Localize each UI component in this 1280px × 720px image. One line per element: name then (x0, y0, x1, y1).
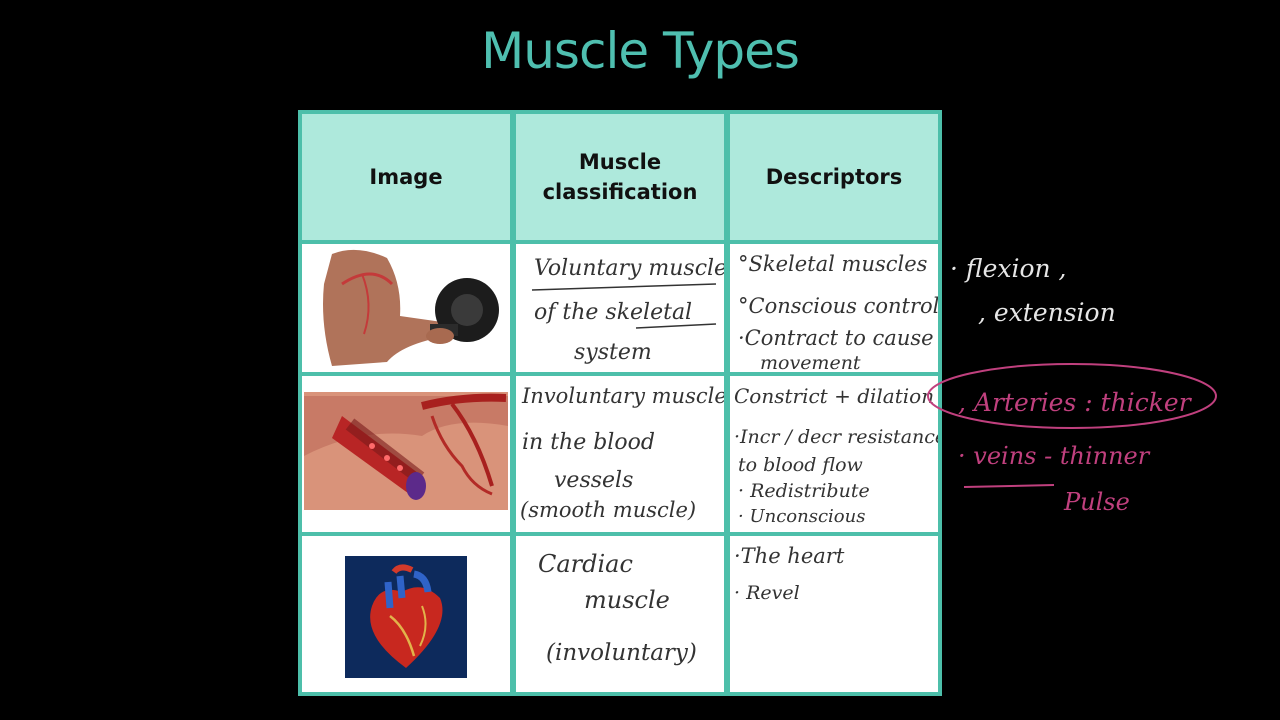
row2-descriptor-2: ·Incr / decr resistance (734, 426, 938, 448)
heart-image (345, 556, 467, 678)
header-classification-line1: Muscle (578, 150, 662, 174)
row2-descriptor-5: · Unconscious (738, 506, 866, 527)
row3-descriptor-2: · Revel (734, 582, 800, 604)
row3-classification-line2: muscle (584, 586, 670, 614)
page-title: Muscle Types (481, 22, 800, 80)
side-note-flexion: · flexion , (950, 254, 1067, 283)
row3-image-cell (302, 536, 510, 692)
muscle-types-table: Image Muscle classification Descriptors … (298, 110, 942, 696)
side-note-pulse: Pulse (1064, 488, 1130, 516)
row2-descriptor-3: to blood flow (738, 454, 863, 476)
blood-vessel-image (304, 392, 508, 510)
row1-image-cell (302, 244, 510, 372)
row3-descriptors-cell: ·The heart · Revel (730, 536, 938, 692)
row2-descriptors-cell: Constrict + dilation ·Incr / decr resist… (730, 376, 938, 532)
row1-classification-cell: Voluntary muscle of the skeletal system (516, 244, 724, 372)
row1-descriptors-cell: °Skeletal muscles °Conscious control ·Co… (730, 244, 938, 372)
row1-classification-line1: Voluntary muscle (534, 256, 724, 281)
veins-underline (963, 484, 1055, 488)
row2-image-cell (302, 376, 510, 532)
row3-classification-cell: Cardiac muscle (involuntary) (516, 536, 724, 692)
side-note-extension: , extension (978, 298, 1116, 327)
row1-underlines (531, 283, 717, 329)
arteries-ellipse (927, 363, 1217, 429)
row1-descriptor-3: ·Contract to cause (738, 326, 934, 350)
row3-descriptor-1: ·The heart (734, 544, 845, 568)
row1-classification-line2: of the skeletal (534, 300, 693, 325)
header-classification: Muscle classification (516, 114, 724, 240)
row2-classification-line2: in the blood (522, 430, 655, 455)
row1-classification-line3: system (574, 340, 652, 365)
row2-descriptor-4: · Redistribute (738, 480, 870, 502)
row2-classification-line4: (smooth muscle) (520, 498, 697, 522)
row2-classification-cell: Involuntary muscles in the blood vessels… (516, 376, 724, 532)
header-classification-line2: classification (542, 180, 698, 204)
arm-dumbbell-image (302, 244, 510, 372)
row2-classification-line3: vessels (554, 468, 634, 493)
header-image: Image (302, 114, 510, 240)
header-descriptors: Descriptors (730, 114, 938, 240)
side-note-arteries: , Arteries : thicker (958, 388, 1191, 417)
row1-descriptor-1: °Skeletal muscles (738, 252, 928, 276)
row1-descriptor-2: °Conscious control (738, 294, 938, 318)
row3-classification-line3: (involuntary) (546, 640, 697, 666)
row3-classification-line1: Cardiac (538, 550, 633, 578)
side-note-veins: · veins - thinner (958, 442, 1150, 470)
row2-descriptor-1: Constrict + dilation (734, 384, 935, 408)
row2-classification-line1: Involuntary muscles (522, 384, 724, 408)
row1-descriptor-4: movement (760, 352, 861, 372)
